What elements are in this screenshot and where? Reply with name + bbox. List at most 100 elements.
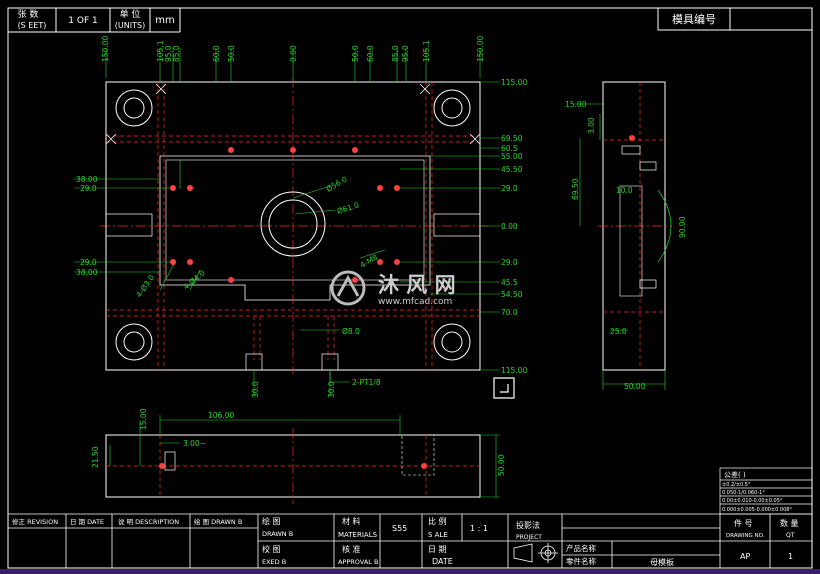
right-dimension-labels: 115.00 69.50 60.5 55.00 45.50 29.0 0.00 …: [501, 78, 527, 375]
dim-right-3: 55.00: [501, 152, 523, 161]
pocket-inner: [165, 159, 425, 281]
dim-left-2: 29.0: [80, 258, 97, 267]
dim-top-3: 85.0: [172, 45, 181, 62]
bottom-strip: [0, 569, 820, 574]
dim-right-2: 60.5: [501, 144, 518, 153]
tb-projection-en: PROJECT: [516, 534, 542, 541]
tb-item-cn: 件 号: [734, 518, 753, 528]
header-block: [8, 8, 812, 33]
tb-drawn-cn: 绘 图: [262, 516, 281, 526]
corner-markers: [105, 83, 481, 145]
tolerance-row-2: 0.00±0.010-0.00±0.05°: [722, 498, 783, 504]
side-view: [573, 81, 672, 390]
bottom-dim-50: 50.00: [497, 454, 506, 476]
units-value: mm: [155, 15, 174, 26]
callout-30-left: 30.0: [251, 381, 260, 398]
dim-top-10: 95.0: [401, 45, 410, 62]
tb-approval-cn: 核 准: [342, 544, 361, 554]
title-block-text: 修正 REVISION 日 期 DATE 说 明 DESCRIPTION 绘 图…: [12, 516, 799, 567]
pocket-outline: [159, 155, 431, 301]
callout-thread: 4-M8: [359, 252, 380, 269]
tb-material-value: S55: [392, 524, 407, 533]
title-block: [8, 513, 812, 568]
dim-left-3: 38.00: [76, 268, 98, 277]
units-label-cn: 单 位: [120, 8, 141, 20]
tb-material-en: MATERIALS: [338, 531, 378, 539]
tb-qty-value: 1: [788, 552, 793, 561]
dim-right-1: 69.50: [501, 134, 523, 143]
callout-small-holes: 4-Ø3.0: [134, 273, 156, 299]
left-dimension-labels: 38.00 29.0 29.0 38.00: [76, 175, 98, 277]
tb-drawn-en: DRAWN B: [262, 530, 293, 538]
center-hole-outer: [260, 191, 326, 257]
callout-big-hole: Ø56.0: [325, 175, 349, 194]
tb-scale-cn: 比 例: [428, 516, 447, 526]
callout-dim-8: Ø8.0: [342, 327, 360, 336]
tb-checked-cn: 校 图: [262, 544, 281, 554]
dim-top-4: 60.0: [212, 45, 221, 62]
dim-right-11: 115.00: [501, 366, 527, 375]
tb-part-label: 零件名称: [566, 556, 596, 566]
bottom-view: [105, 415, 500, 504]
tb-qty-cn: 数 量: [780, 518, 799, 528]
bottom-dim-21: 21.50: [91, 446, 100, 468]
plan-view: [100, 78, 488, 374]
dim-right-7: 29.0: [501, 258, 518, 267]
dim-left-1: 29.0: [80, 184, 97, 193]
dim-right-4: 45.50: [501, 165, 523, 174]
side-dim-25: 25.0: [610, 327, 627, 336]
tb-item-value: AP: [740, 552, 750, 561]
side-dim-15: 15.00: [565, 100, 587, 109]
dim-top-11: 105.1: [422, 40, 431, 62]
view-marker: [493, 377, 515, 399]
side-dim-90: 90.00: [678, 216, 687, 238]
side-dim-69: 69.50: [571, 178, 580, 200]
watermark: 沐 风 网 www.mfcad.com: [330, 270, 456, 307]
mold-number-label: 模具编号: [672, 12, 716, 26]
tb-material-cn: 材 料: [342, 516, 361, 526]
tb-date-en: DATE: [432, 557, 453, 566]
dim-right-6: 0.00: [501, 222, 518, 231]
bottom-dim-15: 15.00: [139, 408, 148, 430]
dim-top-1: 105.1: [156, 40, 165, 62]
dim-top-5: 50.0: [227, 45, 236, 62]
dim-top-12: 150.00: [476, 36, 485, 62]
dim-top-7: 50.0: [351, 45, 360, 62]
sheets-label-en: (S EET): [18, 21, 47, 30]
dim-right-0: 115.00: [501, 78, 527, 87]
dim-right-5: 29.0: [501, 184, 518, 193]
side-port-right: [433, 213, 481, 237]
side-dim-50: 50.00: [624, 382, 646, 391]
tb-date-cn: 日 期: [428, 545, 447, 554]
tolerance-title: 公差( ): [724, 470, 746, 479]
top-dimension-labels: 150.00 105.1 95.0 85.0 60.0 50.0 0.00 50…: [101, 36, 485, 62]
tb-projection-cn: 投影法: [516, 520, 540, 530]
projection-symbol-icon: [513, 543, 558, 563]
bottom-dim-3: 3.00~: [183, 439, 206, 448]
tolerance-row-3: 0.000±0.005-0.000±0.008°: [722, 507, 792, 513]
dim-right-8: 45.5: [501, 278, 518, 287]
side-dim-10: 10.0: [616, 186, 633, 195]
dim-top-0: 150.00: [101, 36, 110, 62]
side-port-left: [105, 213, 153, 237]
callout-30-right: 30.0: [327, 381, 336, 398]
bottom-port-left: [245, 353, 263, 371]
dim-top-2: 95.0: [164, 45, 173, 62]
dimension-lines: [74, 48, 500, 396]
bottom-view-labels: 106.00 15.00 3.00~ 21.50 50.00: [91, 408, 506, 476]
side-view-labels: 15.00 3.00 69.50 10.0 90.00 25.0 50.00: [565, 100, 687, 391]
tolerance-row-0: ±0.2/±0.5°: [722, 482, 751, 488]
cooling-channels: [106, 82, 480, 370]
tb-part-value: 母模板: [650, 557, 674, 567]
tb-item-en: DRAWING NO.: [726, 533, 765, 539]
units-label-en: (UNITS): [115, 21, 145, 30]
dim-top-9: 85.0: [391, 45, 400, 62]
watermark-brand: 沐 风 网: [378, 273, 456, 297]
tb-checked-en: EXED B: [262, 558, 286, 566]
watermark-logo-icon: [330, 270, 366, 306]
tb-scale-en: S ALE: [428, 531, 448, 539]
tolerance-row-1: 0.050-1/0.060-1°: [722, 490, 765, 496]
tb-date-col: 日 期 DATE: [70, 518, 104, 526]
callout-pt-thread: 2-PT1/8: [352, 378, 381, 387]
